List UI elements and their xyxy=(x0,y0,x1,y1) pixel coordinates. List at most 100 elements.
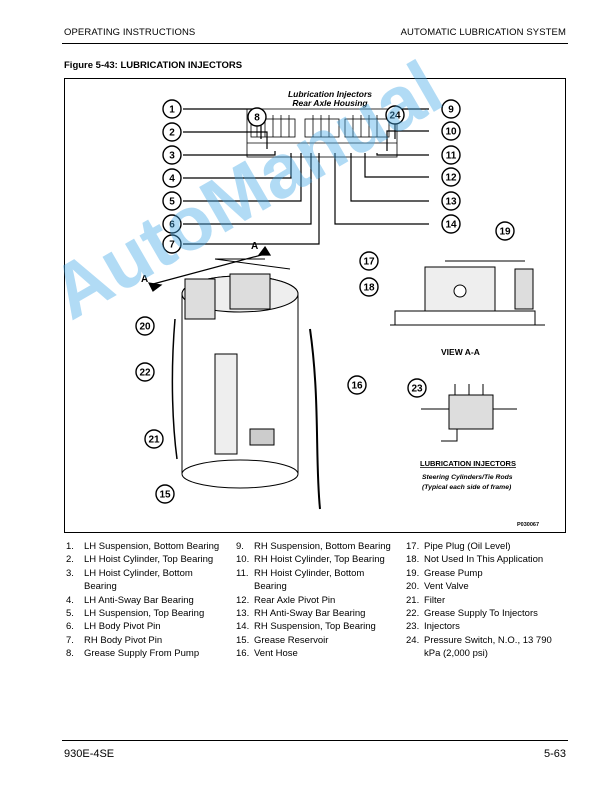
callout-circle xyxy=(162,234,182,254)
header-rule xyxy=(62,43,568,44)
callout-number: 21 xyxy=(148,435,160,446)
legend-item: 6.LH Body Pivot Pin xyxy=(66,620,226,633)
grease-reservoir-drawing xyxy=(171,258,321,510)
callout-number: 13 xyxy=(445,197,457,208)
callout-number: 23 xyxy=(411,384,423,395)
callout-circle xyxy=(144,429,164,449)
injector-manifold xyxy=(246,108,398,158)
legend-item: 12.Rear Axle Pivot Pin xyxy=(236,594,396,607)
callout-circle xyxy=(495,221,515,241)
callout-circle xyxy=(162,168,182,188)
left-callout-leaders xyxy=(183,108,320,245)
legend-item-number: 8. xyxy=(66,648,74,660)
callout-circle xyxy=(441,191,461,211)
inset-note-1: Steering Cylinders/Tie Rods xyxy=(422,474,513,481)
callout-number: 2 xyxy=(169,128,175,139)
legend-item-text: Grease Reservoir xyxy=(254,634,329,646)
legend-item: 14. RH Suspension, Top Bearing xyxy=(236,620,396,633)
legend-item: 16.Vent Hose xyxy=(236,647,396,660)
callout-number: 17 xyxy=(363,257,375,268)
legend-item-number: 15. xyxy=(236,634,250,646)
legend-item-number: 22. xyxy=(406,608,420,620)
legend-item: 4. LH Anti-Sway Bar Bearing xyxy=(66,594,226,607)
figure-title: Figure 5-43: LUBRICATION INJECTORS xyxy=(64,60,243,71)
legend-item: 5. LH Suspension, Top Bearing xyxy=(66,607,226,620)
callout-circle xyxy=(347,375,367,395)
injector-inset-drawing xyxy=(421,384,517,442)
legend-item-number: 4. xyxy=(66,594,74,606)
legend-item-number: 24. xyxy=(406,634,420,646)
callout-number: 16 xyxy=(351,381,363,392)
legend-item-text: RH Hoist Cylinder, Bottom Bearing xyxy=(254,567,365,593)
legend-item-number: 11. xyxy=(236,567,249,579)
legend-item-text: Injectors xyxy=(424,621,460,633)
callout-number: 19 xyxy=(499,227,511,238)
callout-number: 1 xyxy=(169,105,175,116)
callout-number: 8 xyxy=(254,113,260,124)
callout-number: 14 xyxy=(445,220,457,231)
panel-title-1: Lubrication Injectors xyxy=(288,89,372,99)
callout-number: 10 xyxy=(445,127,457,138)
callout-circle xyxy=(441,167,461,187)
legend-item: 3.LH Hoist Cylinder, Bottom Bearing xyxy=(66,567,226,594)
callout-circle xyxy=(162,145,182,165)
callout-circle xyxy=(441,145,461,165)
callout-number: 6 xyxy=(169,220,175,231)
figure-code: P030067 xyxy=(517,522,539,528)
legend-item-number: 12. xyxy=(236,594,250,606)
section-marker-top: A xyxy=(251,241,258,252)
legend-item-text: LH Suspension, Top Bearing xyxy=(84,608,205,620)
legend-item-number: 20. xyxy=(406,581,420,593)
legend-item-text: LH Anti-Sway Bar Bearing xyxy=(84,594,194,606)
legend-item-text: LH Body Pivot Pin xyxy=(84,621,161,633)
legend-item: 11. RH Hoist Cylinder, Bottom Bearing xyxy=(236,567,396,594)
inset-note-2: (Typical each side of frame) xyxy=(422,484,512,491)
legend-column-3: 17.Pipe Plug (Oil Level)18.Not Used In T… xyxy=(406,540,562,661)
legend-item-number: 14. xyxy=(236,621,250,633)
footer-page-number: 5-63 xyxy=(543,748,566,760)
callout-circle xyxy=(162,191,182,211)
legend-item: 2.LH Hoist Cylinder, Top Bearing xyxy=(66,553,226,566)
legend-item-number: 7. xyxy=(66,634,74,646)
legend-item-text: Filter xyxy=(424,594,446,606)
callout-number: 18 xyxy=(363,283,375,294)
legend-item: 23. Injectors xyxy=(406,620,562,633)
running-header-left: OPERATING INSTRUCTIONS xyxy=(64,27,196,38)
legend-item: 22.Grease Supply To Injectors xyxy=(406,607,562,620)
callout-circle xyxy=(247,107,267,127)
legend-item-number: 1. xyxy=(66,541,74,552)
footer-rule xyxy=(62,740,568,741)
panel-title-2: Rear Axle Housing xyxy=(292,98,368,108)
legend-item-number: 23. xyxy=(406,621,420,633)
legend-item-text: RH Suspension, Top Bearing xyxy=(254,621,376,633)
callout-number: 24 xyxy=(389,111,401,122)
legend-item-number: 18. xyxy=(406,554,420,566)
legend-item: 18.Not Used In This Application xyxy=(406,553,562,566)
legend-item-text: RH Anti-Sway Bar Bearing xyxy=(254,608,366,620)
legend-item: 17.Pipe Plug (Oil Level) xyxy=(406,540,562,553)
legend-item-number: 5. xyxy=(66,608,74,620)
legend-item: 21.Filter xyxy=(406,594,562,607)
legend-item-number: 17. xyxy=(406,541,420,552)
legend-item-text: Grease Pump xyxy=(424,567,483,579)
legend-item-number: 16. xyxy=(236,648,250,660)
callout-number: 5 xyxy=(169,197,175,208)
legend-item-text: LH Suspension, Bottom Bearing xyxy=(84,541,220,552)
callout-number: 3 xyxy=(169,151,175,162)
legend-item: 10.RH Hoist Cylinder, Top Bearing xyxy=(236,553,396,566)
legend-item: 7.RH Body Pivot Pin xyxy=(66,634,226,647)
callout-circle xyxy=(162,99,182,119)
legend-item-text: Pressure Switch, N.O., 13 790 kPa (2,000… xyxy=(424,634,552,660)
callout-circle xyxy=(359,251,379,271)
lubrication-diagram: Lubrication Injectors Rear Axle Housing xyxy=(135,89,545,528)
right-callout-leaders xyxy=(334,108,429,225)
legend-item-number: 13. xyxy=(236,608,250,620)
legend-item-text: RH Suspension, Bottom Bearing xyxy=(254,541,391,552)
legend-item-text: LH Hoist Cylinder, Bottom Bearing xyxy=(84,567,193,593)
inset-title: LUBRICATION INJECTORS xyxy=(420,459,516,468)
callout-number: 7 xyxy=(169,240,175,251)
callout-circle xyxy=(407,378,427,398)
callout-number: 4 xyxy=(169,174,175,185)
